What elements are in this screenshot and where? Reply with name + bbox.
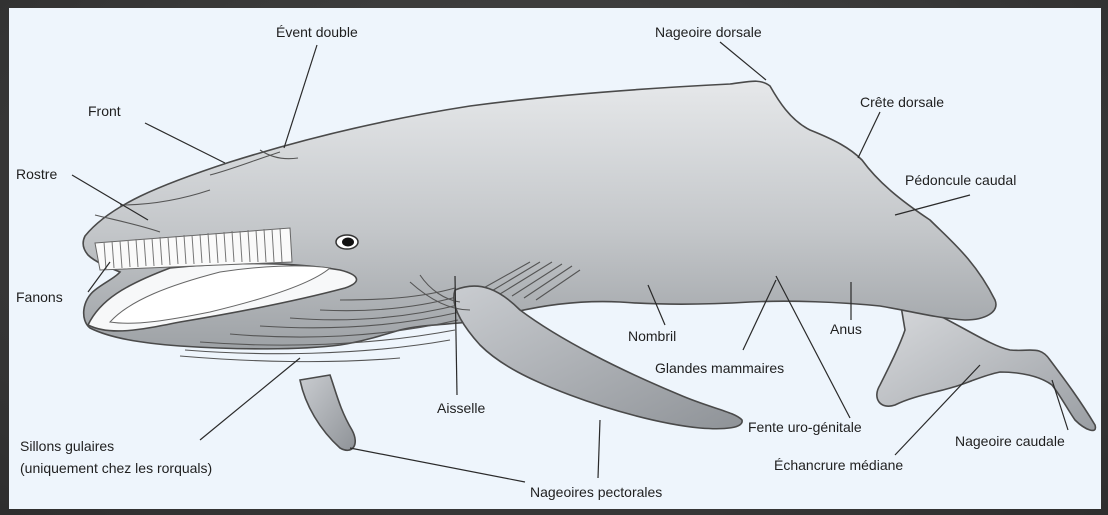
far-pectoral-fin	[300, 375, 355, 450]
label-fanons: Fanons	[16, 289, 63, 305]
eye-icon	[336, 235, 358, 249]
label-nombril: Nombril	[628, 328, 676, 344]
label-rostre: Rostre	[16, 166, 57, 182]
label-sillons-2: (uniquement chez les rorquals)	[20, 460, 212, 476]
label-echancrure-mediane: Échancrure médiane	[774, 457, 903, 473]
label-pedoncule-caudal: Pédoncule caudal	[905, 172, 1016, 188]
label-crete-dorsale: Crête dorsale	[860, 94, 944, 110]
label-fente-uro-genitale: Fente uro-génitale	[748, 419, 862, 435]
tail-fluke	[877, 300, 1096, 430]
label-nageoires-pectorales: Nageoires pectorales	[530, 484, 662, 500]
label-sillons-1: Sillons gulaires	[20, 438, 114, 454]
label-front: Front	[88, 103, 121, 119]
label-nageoire-caudale: Nageoire caudale	[955, 433, 1065, 449]
label-anus: Anus	[830, 321, 862, 337]
label-nageoire-dorsale: Nageoire dorsale	[655, 24, 762, 40]
label-event-double: Évent double	[276, 24, 358, 40]
near-pectoral-fin	[454, 286, 742, 429]
label-aisselle: Aisselle	[437, 400, 485, 416]
label-glandes-mammaires: Glandes mammaires	[655, 360, 784, 376]
